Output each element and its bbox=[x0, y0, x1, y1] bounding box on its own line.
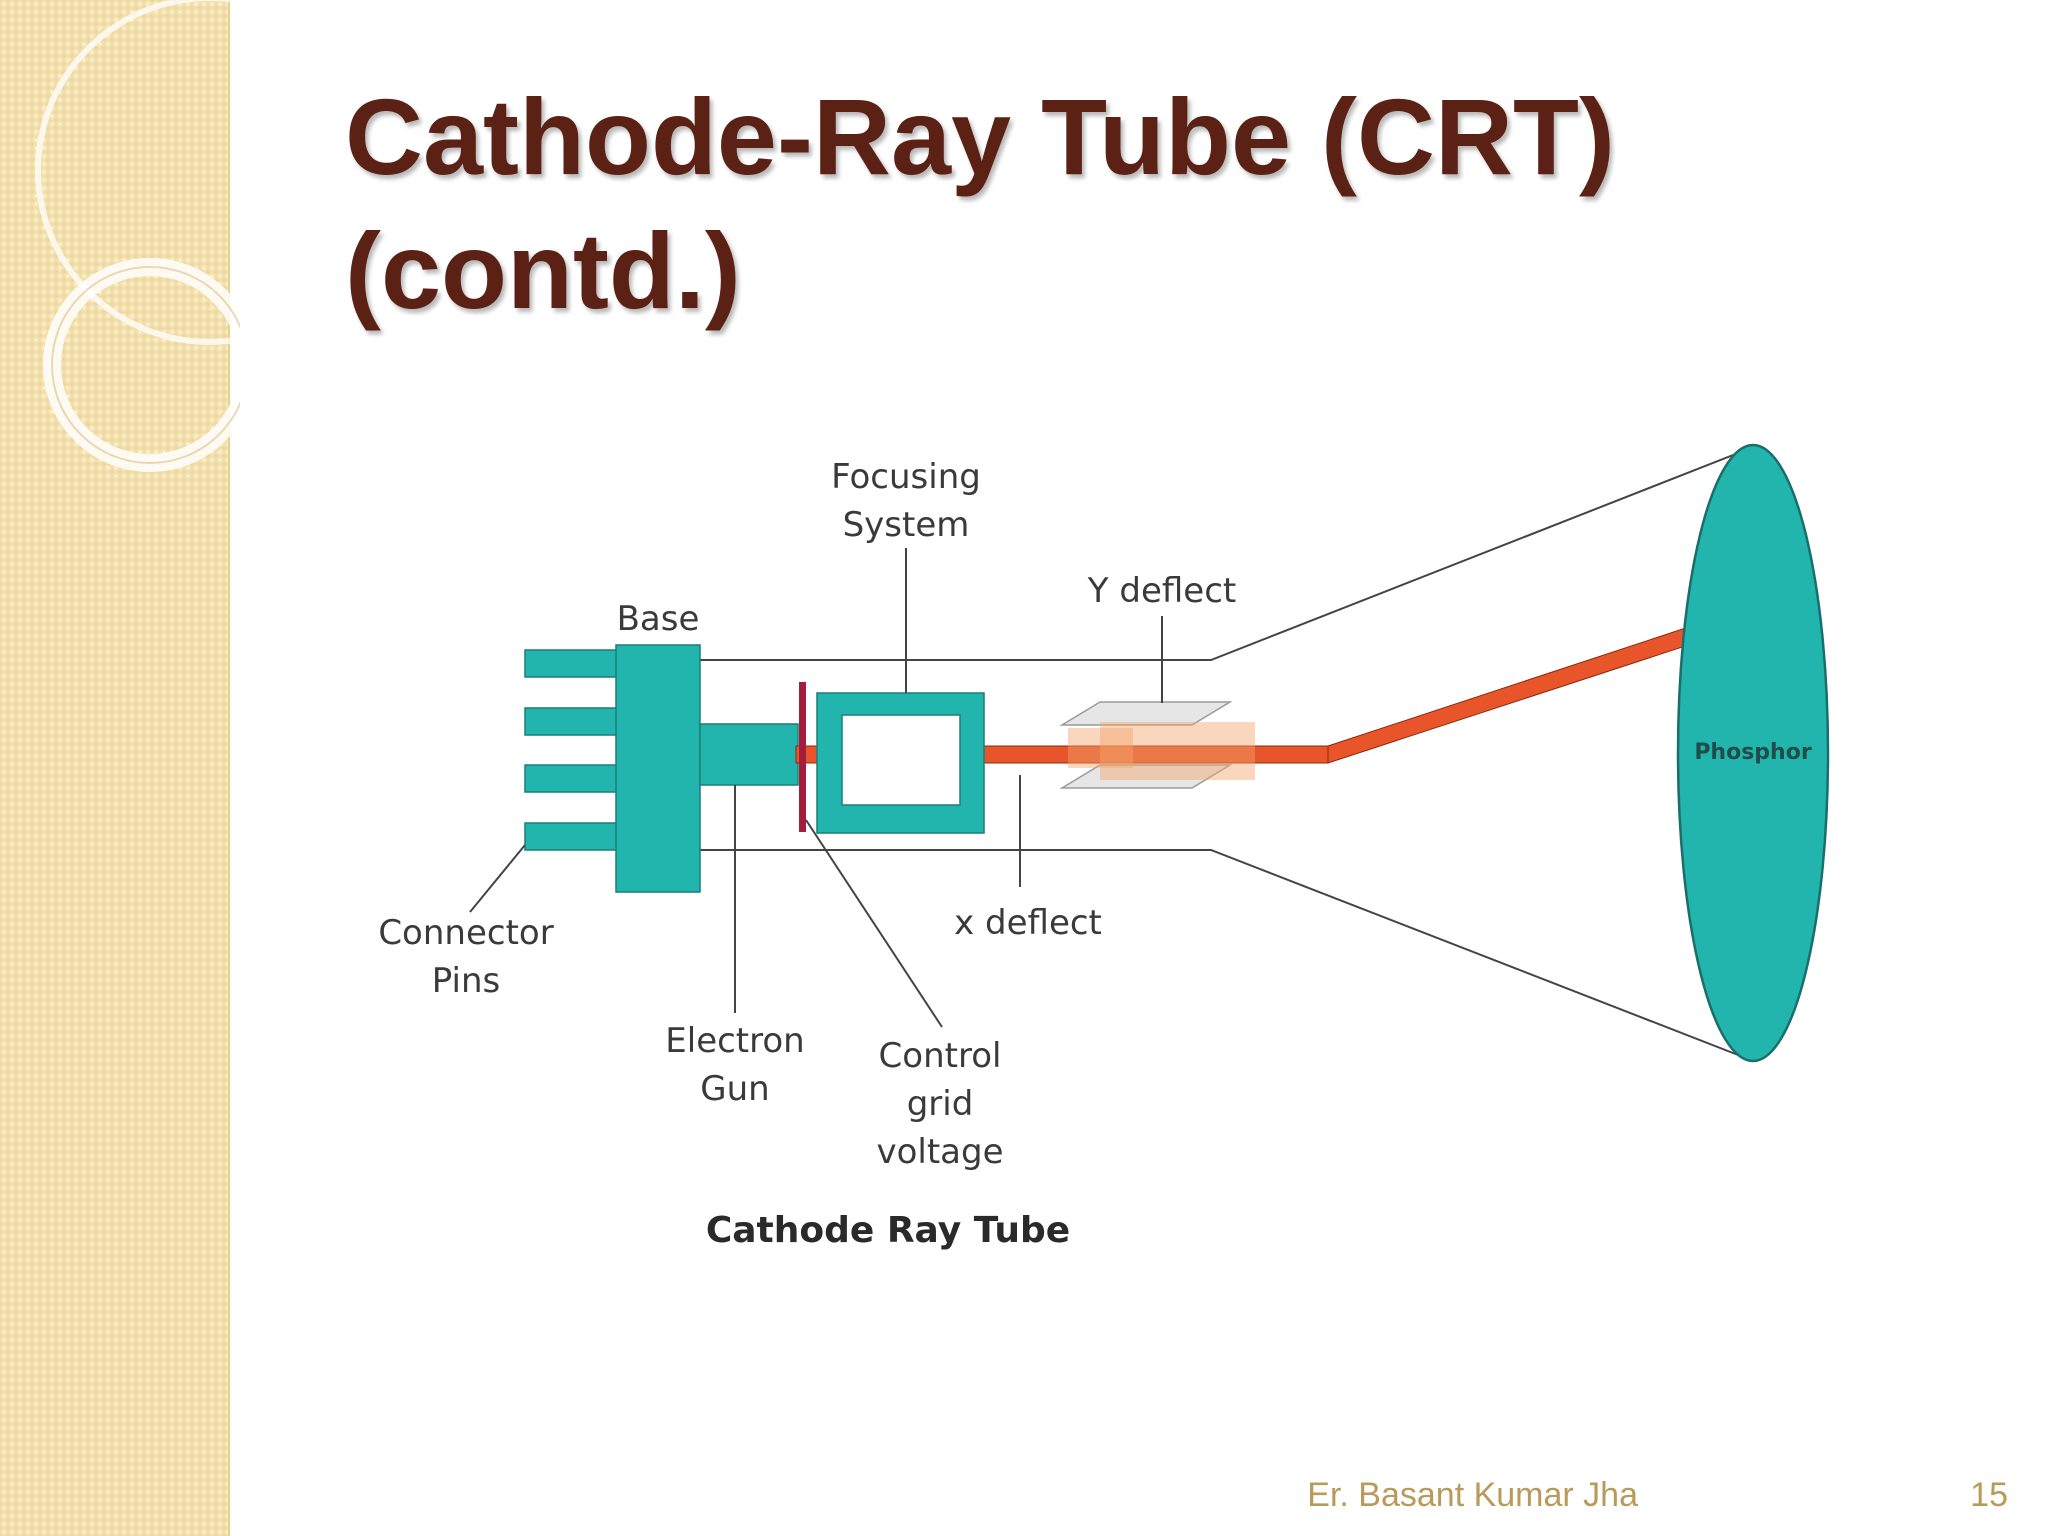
label-focusing-line-2: System bbox=[843, 505, 970, 545]
y-deflect-plate-bottom bbox=[1059, 764, 1233, 789]
tube-outline-top bbox=[695, 447, 1752, 661]
connector-pin bbox=[524, 707, 621, 736]
leader-connector-pins bbox=[469, 844, 526, 913]
decorative-rings bbox=[35, 0, 240, 472]
label-control-line-3: voltage bbox=[876, 1132, 1003, 1172]
label-electron-line-2: Gun bbox=[700, 1069, 769, 1109]
label-control-line-2: grid bbox=[907, 1084, 974, 1124]
crt-base bbox=[615, 644, 701, 893]
phosphor-screen bbox=[1676, 443, 1830, 1063]
label-connector-line-1: Connector bbox=[378, 913, 553, 953]
connector-pin bbox=[524, 649, 621, 678]
label-x-deflect: x deflect bbox=[954, 903, 1102, 943]
label-focusing-line-1: Focusing bbox=[831, 457, 981, 497]
label-base: Base bbox=[617, 599, 700, 639]
deco-ring-small-edge bbox=[51, 266, 240, 464]
tube-outline-bottom bbox=[695, 849, 1752, 1061]
footer-author: Er. Basant Kumar Jha bbox=[1307, 1476, 1638, 1514]
decorative-side-band bbox=[0, 0, 230, 1536]
slide-title-line-1: Cathode-Ray Tube (CRT) bbox=[345, 76, 1615, 197]
electron-beam-deflected bbox=[1327, 615, 1723, 764]
connector-pin bbox=[524, 764, 621, 793]
y-deflect-plate-top bbox=[1059, 701, 1233, 726]
crt-diagram: Focusing System Base Y deflect x deflect… bbox=[378, 443, 1830, 1251]
focusing-system-window bbox=[841, 714, 961, 806]
control-grid bbox=[799, 682, 806, 832]
leader-control-grid bbox=[805, 819, 943, 1028]
label-y-deflect: Y deflect bbox=[1087, 571, 1236, 611]
electron-gun bbox=[699, 723, 799, 786]
deco-ring-large bbox=[35, 0, 240, 345]
label-electron-line-1: Electron bbox=[665, 1021, 804, 1061]
x-deflect-plate-left bbox=[1068, 728, 1133, 768]
connector-pin bbox=[524, 822, 621, 851]
page-number: 15 bbox=[1970, 1476, 2008, 1514]
label-phosphor: Phosphor bbox=[1694, 740, 1812, 765]
label-connector-line-2: Pins bbox=[432, 961, 500, 1001]
x-deflect-plate-right bbox=[1100, 722, 1255, 780]
label-control-line-1: Control bbox=[879, 1036, 1002, 1076]
slide-title-line-2: (contd.) bbox=[345, 210, 741, 331]
diagram-caption: Cathode Ray Tube bbox=[706, 1210, 1070, 1251]
slide-title: Cathode-Ray Tube (CRT) (contd.) bbox=[345, 70, 1845, 338]
